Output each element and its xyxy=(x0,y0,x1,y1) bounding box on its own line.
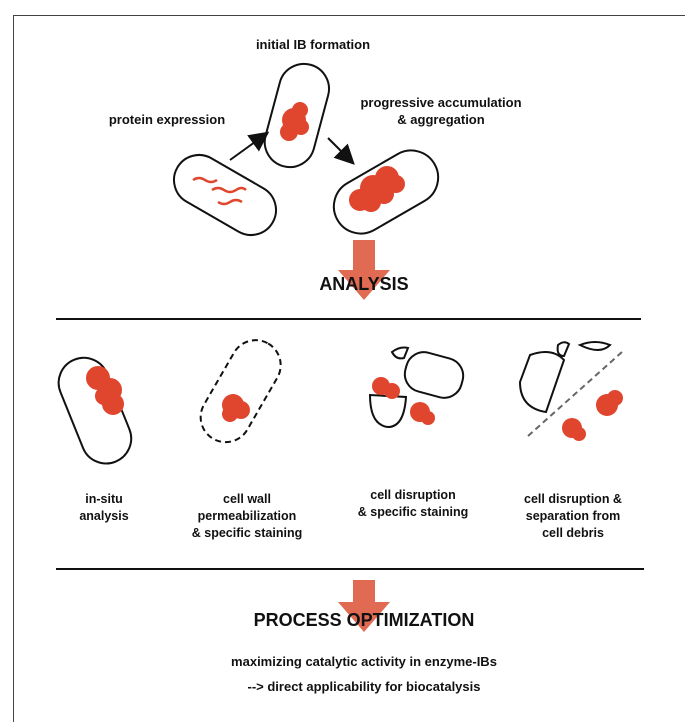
conclusion-line-2: --> direct applicability for biocatalysi… xyxy=(248,679,481,694)
cell-debris xyxy=(577,341,612,351)
label-progressive-line1: progressive accumulation xyxy=(360,95,521,110)
inclusion-body xyxy=(86,366,124,415)
svg-text:cell wall: cell wall xyxy=(223,492,271,506)
method-label-separation: cell disruption & separation from cell d… xyxy=(524,492,622,540)
protein-strand xyxy=(217,198,243,206)
cell-progressive-accumulation xyxy=(332,149,440,235)
svg-text:separation from: separation from xyxy=(526,509,620,523)
protein-strand xyxy=(192,176,218,184)
inclusion-body xyxy=(596,390,623,416)
cell-fragment xyxy=(368,393,408,429)
svg-text:& specific staining: & specific staining xyxy=(192,526,302,540)
cell-protein-expression xyxy=(173,154,277,236)
separation-line xyxy=(527,351,623,437)
svg-text:cell disruption &: cell disruption & xyxy=(524,492,622,506)
cell-separation xyxy=(518,341,623,441)
figure-frame xyxy=(13,15,685,722)
svg-text:cell debris: cell debris xyxy=(542,526,604,540)
arrow-to-accumulation xyxy=(327,137,355,165)
cell-disruption-staining xyxy=(368,346,465,429)
big-arrow-down-optimization xyxy=(338,580,390,632)
inclusion-body xyxy=(280,102,309,141)
cell-permeabilized xyxy=(199,339,282,444)
method-label-permeabilization: cell wall permeabilization & specific st… xyxy=(192,492,302,540)
conclusion-line-1: maximizing catalytic activity in enzyme-… xyxy=(231,654,497,669)
arrow-to-initial-ib xyxy=(229,131,270,161)
inclusion-body xyxy=(222,394,250,422)
big-arrow-down-analysis xyxy=(338,240,390,300)
cell-fragment xyxy=(403,351,465,399)
protein-strand xyxy=(211,186,247,194)
inclusion-body xyxy=(372,377,400,399)
cell-in-situ xyxy=(57,356,133,465)
cell-debris xyxy=(518,350,566,414)
label-progressive-line2: & aggregation xyxy=(397,112,484,127)
inclusion-body xyxy=(349,166,405,212)
heading-process-optimization: PROCESS OPTIMIZATION xyxy=(254,610,475,630)
svg-text:& specific staining: & specific staining xyxy=(358,505,468,519)
svg-text:in-situ: in-situ xyxy=(85,492,123,506)
cell-initial-ib xyxy=(263,62,330,169)
inclusion-body xyxy=(562,418,586,441)
label-initial-ib: initial IB formation xyxy=(256,37,370,52)
cell-fragment xyxy=(390,346,410,360)
label-protein-expression: protein expression xyxy=(109,112,225,127)
method-label-disruption-staining: cell disruption & specific staining xyxy=(358,488,468,519)
method-label-in-situ: in-situ analysis xyxy=(79,492,128,523)
svg-text:cell disruption: cell disruption xyxy=(370,488,455,502)
svg-text:permeabilization: permeabilization xyxy=(198,509,297,523)
cell-debris xyxy=(556,341,571,358)
heading-analysis: ANALYSIS xyxy=(319,274,408,294)
inclusion-body xyxy=(410,402,435,425)
svg-text:analysis: analysis xyxy=(79,509,128,523)
